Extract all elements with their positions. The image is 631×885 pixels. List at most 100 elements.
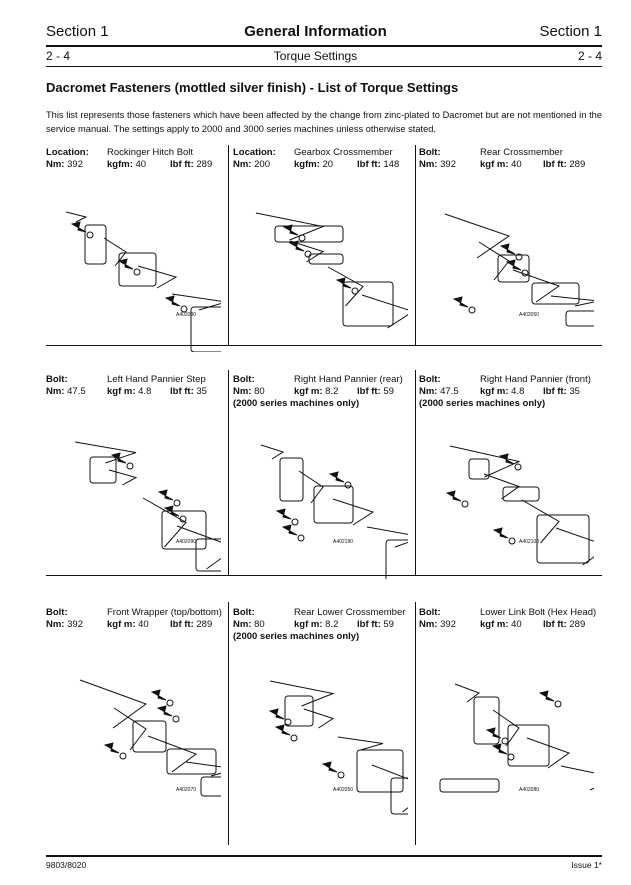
torque-item: Bolt:Left Hand Pannier Step Nm: 47.5 kgf…	[46, 374, 228, 398]
figure-code: A402070	[176, 787, 197, 793]
column-divider	[228, 370, 229, 575]
item-name: Right Hand Pannier (rear)	[294, 374, 403, 385]
torque-item: Bolt: Rear Lower Crossmember Nm: 80 kgf m…	[233, 607, 415, 643]
page-number-left: 2 - 4	[46, 49, 71, 63]
fastener-illustration	[445, 445, 594, 566]
lbf-label: lbf ft:	[543, 159, 567, 170]
fastener-illustration	[444, 213, 594, 327]
figure-code: A402090	[176, 539, 197, 545]
torque-item: Bolt:Right Hand Pannier (front) Nm: 47.5…	[419, 374, 603, 410]
row-divider	[46, 575, 602, 576]
nm-value: 392	[67, 619, 83, 630]
nm-label: Nm:	[233, 386, 252, 397]
torque-item: Bolt:Lower Link Bolt (Hex Head) Nm: 392 …	[419, 607, 603, 631]
kgf-label: kgf m:	[107, 386, 136, 397]
lbf-label: lbf ft:	[170, 159, 194, 170]
item-label: Bolt:	[233, 374, 255, 385]
kgf-label: kgf m:	[107, 619, 136, 630]
item-name: Rear Crossmember	[480, 147, 563, 158]
column-divider	[415, 145, 416, 345]
figure-code: A402080	[519, 787, 540, 793]
item-name: Gearbox Crossmember	[294, 147, 393, 158]
nm-label: Nm:	[46, 159, 65, 170]
item-name: Left Hand Pannier Step	[107, 374, 206, 385]
figure-code: A402050	[333, 787, 354, 793]
lbf-value: 289	[196, 619, 213, 630]
nm-label: Nm:	[233, 619, 252, 630]
lbf-label: lbf ft:	[543, 386, 567, 397]
item-name: Rear Lower Crossmember	[294, 607, 406, 618]
lbf-value: 289	[569, 619, 586, 630]
section-right: Section 1	[539, 23, 602, 40]
kgf-value: 20	[322, 159, 334, 170]
footer-rule	[46, 855, 602, 857]
fastener-illustration	[439, 683, 594, 793]
lbf-label: lbf ft:	[357, 159, 381, 170]
item-note: (2000 series machines only)	[233, 631, 360, 642]
lbf-label: lbf ft:	[170, 619, 194, 630]
kgf-value: 8.2	[325, 619, 339, 630]
kgf-value: 4.8	[138, 386, 152, 397]
lbf-label: lbf ft:	[170, 386, 194, 397]
section-left: Section 1	[46, 23, 109, 40]
item-name: Lower Link Bolt (Hex Head)	[480, 607, 597, 618]
kgf-label: kgfm:	[294, 159, 320, 170]
header-rule	[46, 45, 602, 47]
torque-item: Bolt: Right Hand Pannier (rear) Nm: 80 kg…	[233, 374, 415, 410]
torque-item: Location:Gearbox Crossmember Nm: 200 kgf…	[233, 147, 415, 171]
nm-value: 392	[67, 159, 83, 170]
nm-label: Nm:	[419, 619, 438, 630]
torque-item: Location:Rockinger Hitch Bolt Nm: 392 kg…	[46, 147, 228, 171]
nm-value: 200	[254, 159, 270, 170]
kgf-value: 40	[511, 159, 522, 170]
intro-text: This list represents those fasteners whi…	[46, 110, 602, 134]
item-label: Bolt:	[419, 607, 441, 618]
kgf-value: 8.2	[325, 386, 339, 397]
row-divider	[46, 345, 602, 346]
lbf-value: 35	[196, 386, 207, 397]
nm-label: Nm:	[419, 386, 438, 397]
lbf-value: 59	[383, 386, 394, 397]
fastener-illustration	[260, 444, 408, 579]
nm-value: 47.5	[67, 386, 86, 397]
page-subtitle: Torque Settings	[273, 49, 358, 63]
kgf-value: 4.8	[511, 386, 525, 397]
item-label: Bolt:	[419, 374, 441, 385]
nm-value: 392	[440, 159, 456, 170]
item-name: Rockinger Hitch Bolt	[107, 147, 194, 158]
fastener-illustration	[268, 680, 408, 815]
kgf-label: kgf m:	[294, 619, 323, 630]
nm-label: Nm:	[46, 619, 65, 630]
nm-value: 80	[254, 386, 265, 397]
nm-label: Nm:	[419, 159, 438, 170]
nm-value: 80	[254, 619, 265, 630]
kgf-value: 40	[138, 619, 149, 630]
figure-code: A402030	[176, 312, 197, 318]
kgf-label: kgf m:	[480, 619, 509, 630]
fastener-illustration	[79, 679, 221, 797]
lbf-value: 148	[383, 159, 400, 170]
lbf-label: lbf ft:	[543, 619, 567, 630]
lbf-label: lbf ft:	[357, 386, 381, 397]
item-label: Bolt:	[46, 607, 68, 618]
torque-item: Bolt:Front Wrapper (top/bottom) Nm: 392 …	[46, 607, 228, 631]
figure-code: A402050	[519, 312, 540, 318]
list-title: Dacromet Fasteners (mottled silver finis…	[46, 80, 459, 95]
figure-code: A402100	[519, 539, 540, 545]
item-label: Bolt:	[419, 147, 441, 158]
kgf-label: kgf m:	[294, 386, 323, 397]
fastener-illustration	[255, 212, 408, 329]
item-name: Front Wrapper (top/bottom)	[107, 607, 222, 618]
kgf-label: kgfm:	[107, 159, 133, 170]
nm-value: 392	[440, 619, 456, 630]
item-label: Bolt:	[233, 607, 255, 618]
figure-code: A402190	[333, 539, 354, 545]
page-number-right: 2 - 4	[577, 49, 602, 63]
item-note: (2000 series machines only)	[419, 398, 546, 409]
column-divider	[415, 602, 416, 845]
item-label: Bolt:	[46, 374, 68, 385]
item-note: (2000 series machines only)	[233, 398, 360, 409]
column-divider	[415, 370, 416, 575]
item-label: Location:	[233, 147, 276, 158]
